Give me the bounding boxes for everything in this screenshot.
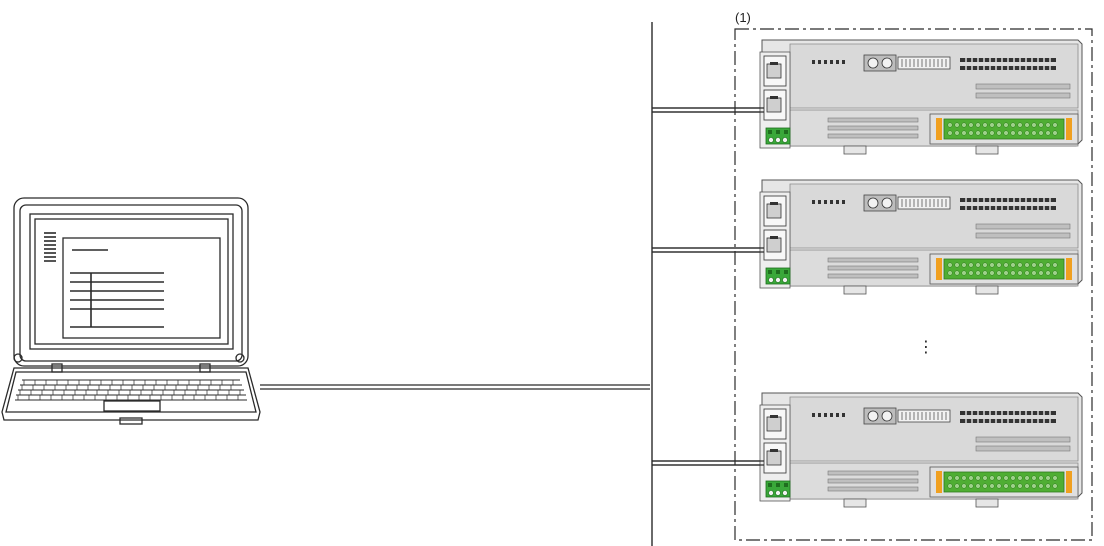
module-group-boundary — [734, 28, 1093, 541]
group-label: (1) — [735, 10, 751, 25]
io-module-3 — [759, 392, 1083, 508]
laptop-icon — [1, 197, 261, 425]
ethernet-cable — [260, 384, 650, 390]
io-module-2 — [759, 179, 1083, 295]
more-modules-ellipsis: ⋮ — [918, 339, 934, 356]
io-module-1 — [759, 39, 1083, 155]
branch-lines — [652, 107, 770, 466]
